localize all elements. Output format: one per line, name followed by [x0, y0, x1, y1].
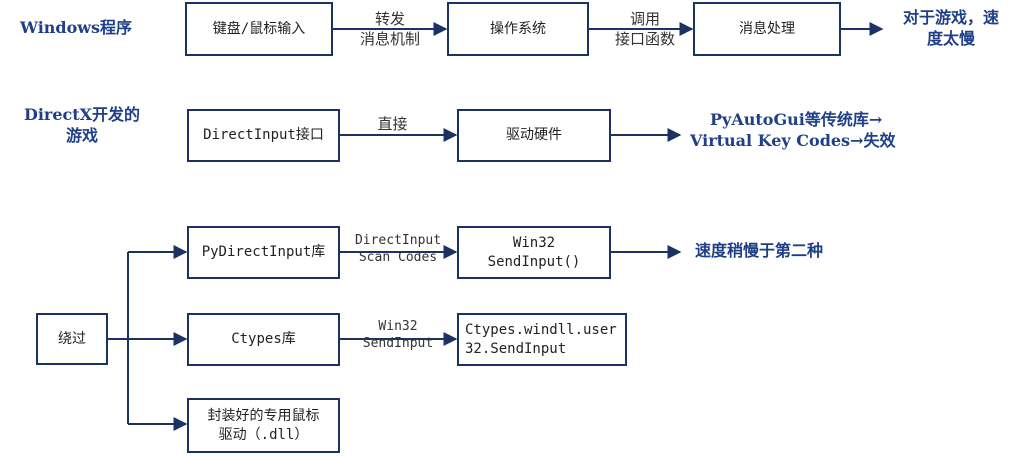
box-line: 封装好的专用鼠标	[207, 407, 320, 424]
edge-label-forward-message: 转发 消息机制	[345, 10, 435, 49]
result-line: PyAutoGui等传统库→	[710, 110, 883, 129]
edge-label-line: DirectInput	[354, 233, 442, 248]
windows-result-text: 对于游戏，速 度太慢	[886, 8, 1016, 50]
edge-label-line: 转发	[374, 10, 405, 28]
directx-heading: DirectX开发的 游戏	[12, 105, 152, 147]
edge-label-line: Scan Codes	[358, 249, 438, 265]
ctypes-windll-sendinput-box: Ctypes.windll.user 32.SendInput	[457, 313, 627, 366]
directx-result-text: PyAutoGui等传统库→ Virtual Key Codes→失效	[690, 110, 930, 152]
mouse-driver-dll-box: 封装好的专用鼠标 驱动（.dll）	[187, 398, 340, 453]
box-line: Win32	[512, 234, 556, 251]
heading-line: 游戏	[65, 125, 98, 145]
result-line: 对于游戏，速	[902, 8, 999, 27]
box-line: Ctypes.windll.user	[465, 321, 617, 338]
keyboard-mouse-input-box: 键盘/鼠标输入	[185, 2, 333, 56]
message-processing-box: 消息处理	[693, 2, 841, 56]
box-line: 32.SendInput	[465, 340, 567, 357]
result-line: Virtual Key Codes→失效	[690, 130, 896, 150]
pydirectinput-library-box: PyDirectInput库	[187, 226, 340, 279]
box-line: SendInput()	[487, 253, 581, 270]
edge-label-line: 调用	[629, 10, 660, 28]
edge-label-direct: 直接	[377, 115, 408, 133]
edge-label-line: SendInput	[362, 335, 434, 351]
edge-label-call-interface: 调用 接口函数	[600, 10, 690, 49]
edge-label-line: 接口函数	[614, 29, 675, 48]
pydirect-result-text: 速度稍慢于第二种	[695, 241, 824, 260]
box-line: 驱动（.dll）	[218, 426, 309, 443]
operating-system-box: 操作系统	[447, 2, 589, 56]
directinput-interface-box: DirectInput接口	[187, 109, 340, 162]
heading-line: DirectX开发的	[23, 105, 141, 124]
bypass-box: 绕过	[36, 313, 108, 365]
result-line: 度太慢	[926, 28, 975, 48]
windows-heading: Windows程序	[20, 18, 133, 37]
edge-label-line: Win32	[378, 319, 418, 334]
ctypes-library-box: Ctypes库	[187, 313, 340, 366]
driver-hardware-box: 驱动硬件	[457, 109, 611, 162]
win32-sendinput-box: Win32 SendInput()	[457, 226, 611, 279]
edge-label-directinput-scan-codes: DirectInput Scan Codes	[346, 233, 450, 267]
edge-label-line: 消息机制	[359, 29, 420, 48]
edge-label-win32-sendinput: Win32 SendInput	[352, 319, 444, 353]
